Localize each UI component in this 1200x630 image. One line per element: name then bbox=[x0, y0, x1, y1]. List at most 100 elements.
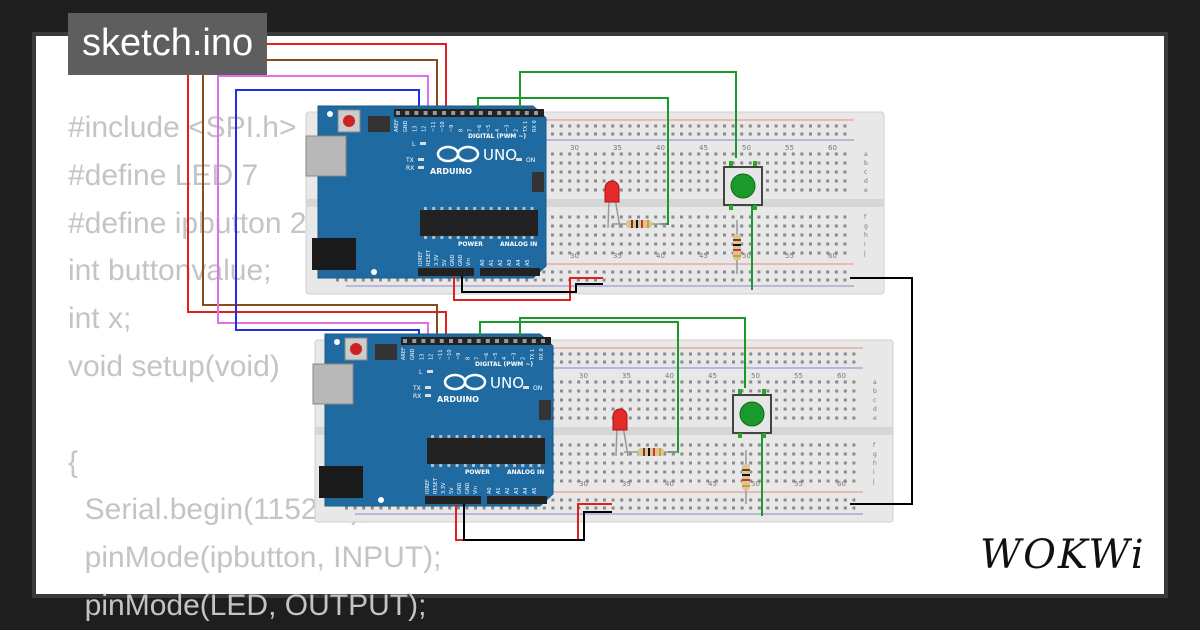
breadboard-hole bbox=[568, 233, 572, 237]
breadboard-hole bbox=[817, 170, 821, 174]
bottom-pin-label: GND bbox=[457, 482, 463, 494]
file-tab[interactable]: sketch.ino bbox=[68, 13, 268, 75]
breadboard-hole bbox=[439, 278, 443, 282]
breadboard-hole bbox=[766, 380, 770, 384]
breadboard-hole bbox=[705, 224, 709, 228]
analog-header bbox=[487, 496, 547, 504]
breadboard-hole bbox=[800, 470, 804, 474]
mount-hole bbox=[327, 111, 333, 117]
breadboard-hole bbox=[800, 352, 804, 356]
breadboard-hole bbox=[560, 452, 563, 456]
breadboard-hole bbox=[662, 224, 666, 228]
header-pin bbox=[432, 111, 437, 115]
breadboard-hole bbox=[413, 506, 417, 510]
breadboard-hole bbox=[706, 470, 710, 474]
breadboard-hole bbox=[654, 188, 658, 192]
breadboard-hole bbox=[791, 170, 795, 174]
breadboard-hole bbox=[826, 479, 830, 483]
breadboard-hole bbox=[680, 132, 683, 136]
breadboard-hole bbox=[843, 242, 847, 246]
breadboard-hole bbox=[697, 506, 701, 510]
breadboard-hole bbox=[603, 416, 606, 420]
breadboard-hole bbox=[809, 251, 812, 255]
breadboard-hole bbox=[680, 188, 683, 192]
breadboard-hole bbox=[757, 224, 761, 228]
wire-green bbox=[519, 71, 737, 158]
breadboard-hole bbox=[714, 398, 718, 402]
breadboard-hole bbox=[843, 124, 847, 128]
chip-pin bbox=[481, 236, 485, 239]
breadboard-hole bbox=[559, 224, 563, 228]
breadboard-hole bbox=[697, 215, 701, 219]
code-line: { bbox=[68, 445, 79, 479]
wire-red bbox=[187, 43, 447, 342]
bottom-pin-label: 3.3V bbox=[434, 254, 440, 266]
breadboard-hole bbox=[852, 461, 856, 465]
breadboard-hole bbox=[843, 380, 847, 384]
breadboard-hole bbox=[775, 498, 778, 502]
breadboard-hole bbox=[775, 352, 778, 356]
breadboard-hole bbox=[697, 352, 701, 356]
mount-hole bbox=[378, 497, 384, 503]
breadboard-hole bbox=[645, 170, 649, 174]
breadboard-hole bbox=[551, 498, 555, 502]
column-number: 50 bbox=[751, 372, 760, 380]
breadboard-hole bbox=[542, 278, 546, 282]
breadboard-hole bbox=[671, 360, 675, 364]
row-letter: g bbox=[873, 451, 877, 458]
breadboard-hole bbox=[852, 506, 856, 510]
breadboard-hole bbox=[775, 360, 778, 364]
breadboard-hole bbox=[628, 132, 632, 136]
breadboard-hole bbox=[826, 188, 830, 192]
breadboard-hole bbox=[594, 498, 598, 502]
breadboard-hole bbox=[671, 278, 675, 282]
code-line: pinMode(LED, OUTPUT); bbox=[68, 588, 427, 622]
row-letter: e bbox=[873, 415, 877, 422]
chip-pin bbox=[522, 236, 526, 239]
breadboard-hole bbox=[800, 380, 804, 384]
breadboard-hole bbox=[800, 443, 804, 447]
power-label: POWER bbox=[465, 469, 490, 476]
breadboard-hole bbox=[611, 452, 615, 456]
breadboard-hole bbox=[705, 161, 709, 165]
breadboard-hole bbox=[775, 506, 778, 510]
breadboard-hole bbox=[559, 188, 563, 192]
breadboard-hole bbox=[835, 398, 839, 402]
breadboard-hole bbox=[663, 452, 667, 456]
board-brand: ARDUINO bbox=[437, 395, 479, 404]
header-pin bbox=[451, 111, 456, 115]
breadboard-hole bbox=[697, 161, 701, 165]
header-pin bbox=[467, 339, 472, 343]
resistor-band bbox=[648, 448, 650, 456]
chip-pin bbox=[465, 236, 468, 239]
chip-pin bbox=[529, 435, 533, 438]
breadboard-hole bbox=[603, 389, 606, 393]
breadboard-hole bbox=[620, 389, 624, 393]
breadboard-hole bbox=[525, 506, 529, 510]
breadboard-hole bbox=[680, 179, 683, 183]
chip-pin bbox=[472, 464, 475, 467]
column-number: 30 bbox=[570, 252, 579, 260]
breadboard-hole bbox=[637, 161, 640, 165]
breadboard-hole bbox=[731, 124, 735, 128]
breadboard-hole bbox=[757, 452, 761, 456]
breadboard-hole bbox=[551, 132, 554, 136]
breadboard-hole bbox=[697, 124, 701, 128]
breadboard-hole bbox=[576, 170, 580, 174]
chip-pin bbox=[465, 207, 468, 210]
breadboard-hole bbox=[774, 251, 778, 255]
breadboard-hole bbox=[663, 407, 667, 411]
breadboard-hole bbox=[654, 242, 658, 246]
breadboard-hole bbox=[577, 461, 581, 465]
breadboard-hole bbox=[637, 360, 641, 364]
reset-button bbox=[343, 115, 355, 127]
breadboard-hole bbox=[680, 407, 684, 411]
bottom-pin-label: A5 bbox=[525, 259, 531, 266]
breadboard-hole bbox=[731, 152, 735, 156]
mount-hole bbox=[334, 339, 340, 345]
breadboard-hole bbox=[689, 452, 692, 456]
breadboard-hole bbox=[749, 443, 753, 447]
breadboard-hole bbox=[551, 278, 554, 282]
breadboard-hole bbox=[602, 161, 606, 165]
